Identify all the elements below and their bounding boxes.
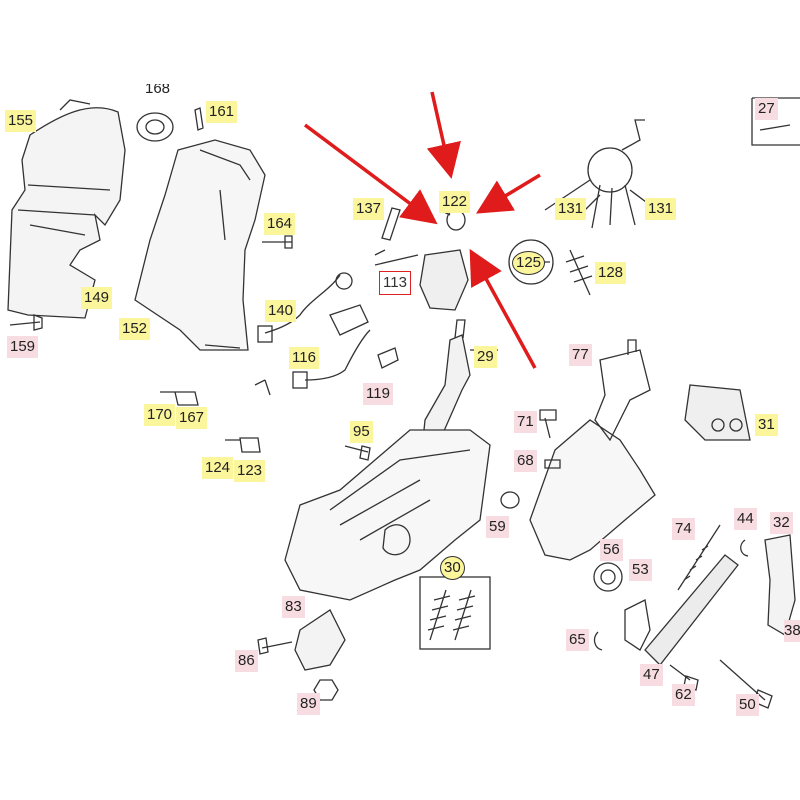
part-71-screw	[539, 409, 557, 439]
part-123-clip	[225, 437, 261, 453]
label-30: 30	[440, 556, 465, 580]
label-68: 68	[514, 450, 537, 472]
label-167: 167	[176, 407, 208, 429]
label-161: 161	[206, 101, 238, 123]
label-56: 56	[600, 539, 623, 561]
label-74: 74	[672, 518, 695, 540]
label-62: 62	[672, 684, 695, 706]
part-122-cap	[446, 209, 466, 231]
part-30-spring-a	[427, 589, 451, 641]
label-124: 124	[202, 457, 234, 479]
label-50: 50	[736, 694, 759, 716]
label-168: 168	[145, 84, 171, 96]
part-152-cover	[134, 139, 266, 351]
part-44-clip	[740, 539, 749, 557]
part-116-cable	[304, 329, 371, 381]
part-56-bearing	[593, 562, 623, 592]
part-77-bracket	[529, 419, 656, 561]
part-167-clip	[160, 391, 199, 406]
part-119-connector	[377, 347, 399, 369]
label-152: 152	[119, 318, 151, 340]
label-116: 116	[289, 347, 319, 369]
part-31-switch	[684, 384, 751, 441]
part-30-spring-b	[452, 589, 476, 641]
label-71: 71	[514, 411, 537, 433]
part-161-screw	[194, 107, 204, 131]
label-44: 44	[734, 508, 757, 530]
part-155-detail	[17, 99, 111, 236]
part-ratchet-bar	[644, 554, 739, 666]
part-53-lever	[624, 599, 651, 651]
label-125: 125	[512, 251, 546, 275]
part-137-pin	[381, 207, 401, 241]
red-arrow-bottom	[469, 248, 537, 369]
label-123: 123	[234, 460, 266, 482]
label-159: 159	[7, 336, 39, 358]
label-119: 119	[363, 383, 393, 405]
part-140-cable	[264, 274, 341, 334]
label-155: 155	[5, 110, 37, 132]
part-83-joint	[294, 609, 346, 671]
part-86-bolt	[257, 637, 293, 655]
part-65-clip	[593, 631, 603, 651]
red-arrow-left	[303, 123, 438, 225]
label-164: 164	[264, 213, 296, 235]
label-86: 86	[235, 650, 258, 672]
label-89: 89	[297, 693, 320, 715]
part-main-bracket	[284, 429, 491, 601]
label-53: 53	[629, 559, 652, 581]
label-29: 29	[474, 346, 497, 368]
part-128-screw	[565, 249, 593, 296]
label-122: 122	[439, 191, 471, 213]
red-arrow-top	[426, 91, 461, 179]
part-62-pin	[669, 664, 699, 691]
part-74-spring	[677, 524, 721, 591]
label-31: 31	[755, 414, 778, 436]
label-38: 38	[784, 620, 800, 642]
label-47: 47	[640, 664, 663, 686]
label-140: 140	[265, 300, 297, 322]
part-89-nut	[313, 679, 339, 701]
part-152-detail	[199, 149, 251, 349]
part-95-screw	[344, 445, 371, 461]
label-131-right: 131	[645, 198, 677, 220]
label-59: 59	[486, 516, 509, 538]
label-77: 77	[569, 344, 592, 366]
label-27: 27	[755, 98, 778, 120]
red-arrow-right	[476, 173, 541, 214]
label-65: 65	[566, 629, 589, 651]
part-125-marker	[508, 239, 554, 285]
label-83: 83	[282, 596, 305, 618]
label-170: 170	[144, 404, 176, 426]
label-113: 113	[379, 271, 411, 295]
part-159-pin	[9, 314, 43, 331]
part-68-pin	[544, 459, 561, 469]
label-95: 95	[350, 421, 373, 443]
label-128: 128	[595, 262, 627, 284]
part-113-lock	[419, 249, 469, 311]
part-59-washer	[500, 491, 520, 509]
part-164-bolt	[262, 235, 293, 249]
part-168-seal	[136, 112, 174, 142]
label-137: 137	[353, 198, 385, 220]
part-131-keyring	[587, 147, 633, 193]
label-149: 149	[81, 287, 113, 309]
label-131-left: 131	[555, 198, 587, 220]
label-32: 32	[770, 512, 793, 534]
